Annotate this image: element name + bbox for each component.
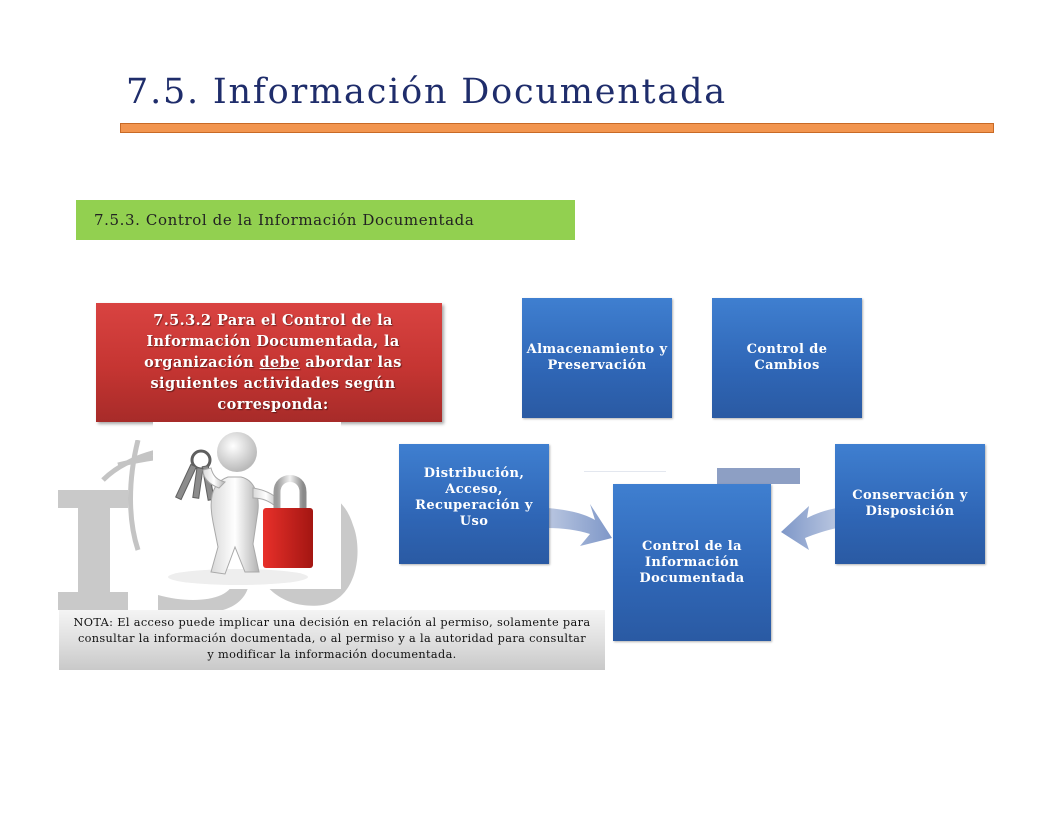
activity-label: Distribución, Acceso, Recuperación y Uso [415,466,533,529]
requirement-line: Información Documentada, la [146,333,400,350]
requirement-line: 7.5.3.2 Para el Control de la [153,312,393,329]
requirement-callout: 7.5.3.2 Para el Control de la Informació… [96,303,442,422]
requirement-text: 7.5.3.2 Para el Control de la Informació… [142,310,404,415]
central-box-control-informacion: Control de la Información Documentada [613,484,771,641]
requirement-line: organización debe abordar las [142,352,404,373]
note-text: NOTA: El acceso puede implicar una decis… [73,616,591,661]
activity-box-conservacion: Conservación y Disposición [835,444,985,564]
activity-box-almacenamiento: Almacenamiento y Preservación [522,298,672,418]
background-shape [717,468,800,484]
section-title: 7.5.3. Control de la Información Documen… [94,211,475,229]
note-box: NOTA: El acceso puede implicar una decis… [59,610,605,670]
page-title: 7.5. Información Documentada [126,72,727,112]
figure-keys-padlock-image [153,422,341,589]
requirement-line: corresponda: [217,396,329,413]
requirement-text-part: abordar las [299,354,402,371]
divider-line [584,471,666,472]
requirement-line: siguientes actividades según [150,375,396,392]
central-label: Control de la Información Documentada [639,538,745,586]
activity-label: Control de Cambios [746,342,828,373]
section-banner: 7.5.3. Control de la Información Documen… [76,200,575,240]
activity-label: Conservación y Disposición [852,488,968,519]
arrow-right-icon [548,504,612,546]
requirement-text-part: organización [144,354,260,371]
title-underline-bar [120,123,994,133]
activity-box-control-cambios: Control de Cambios [712,298,862,418]
underlined-debe: debe [259,354,300,371]
arrow-left-icon [781,506,837,550]
activity-label: Almacenamiento y Preservación [526,342,668,373]
activity-box-distribucion: Distribución, Acceso, Recuperación y Uso [399,444,549,564]
